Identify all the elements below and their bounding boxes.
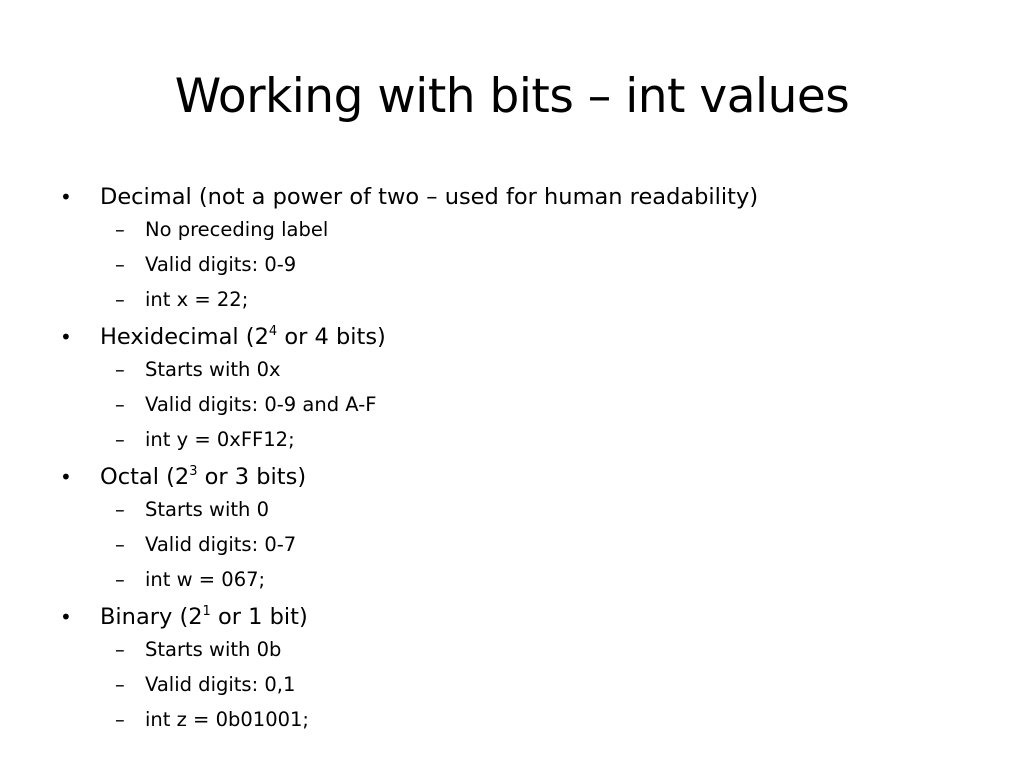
sub-bullet-text: int z = 0b01001;	[145, 708, 309, 731]
dash-icon: –	[115, 533, 125, 556]
sub-bullet: – int y = 0xFF12;	[60, 422, 980, 457]
dash-icon: –	[115, 708, 125, 731]
label-suffix: or 1 bit)	[210, 604, 308, 630]
bullet-dot-icon: •	[60, 465, 72, 489]
sub-bullet: – int x = 22;	[60, 282, 980, 317]
sub-bullet-text: Valid digits: 0-9	[145, 253, 297, 276]
dash-icon: –	[115, 288, 125, 311]
label-exponent: 1	[202, 604, 211, 619]
label-prefix: Binary (2	[100, 604, 203, 630]
label-exponent: 3	[189, 464, 198, 479]
label-suffix: or 4 bits)	[277, 324, 386, 350]
dash-icon: –	[115, 673, 125, 696]
bullet-decimal: • Decimal (not a power of two – used for…	[60, 177, 980, 212]
bullet-binary-label: Binary (21 or 1 bit)	[100, 604, 308, 630]
label-prefix: Octal (2	[100, 464, 190, 490]
sub-bullet: – int w = 067;	[60, 562, 980, 597]
sub-bullet-text: Valid digits: 0-7	[145, 533, 297, 556]
bullet-dot-icon: •	[60, 605, 72, 629]
sub-bullet-text: No preceding label	[145, 218, 329, 241]
bullet-octal: • Octal (23 or 3 bits)	[60, 457, 980, 492]
dash-icon: –	[115, 218, 125, 241]
sub-bullet-text: int w = 067;	[145, 568, 266, 591]
bullet-binary: • Binary (21 or 1 bit)	[60, 597, 980, 632]
sub-bullet: – Starts with 0x	[60, 352, 980, 387]
bullet-decimal-label: Decimal (not a power of two – used for h…	[100, 184, 759, 210]
sub-bullet: – Valid digits: 0,1	[60, 667, 980, 702]
sub-bullet-text: int y = 0xFF12;	[145, 428, 295, 451]
bullet-list: • Decimal (not a power of two – used for…	[60, 177, 980, 737]
dash-icon: –	[115, 568, 125, 591]
sub-bullet: – Valid digits: 0-7	[60, 527, 980, 562]
sub-bullet-text: Starts with 0	[145, 498, 269, 521]
dash-icon: –	[115, 393, 125, 416]
sub-bullet-text: Starts with 0x	[145, 358, 281, 381]
bullet-octal-label: Octal (23 or 3 bits)	[100, 464, 306, 490]
sub-bullet: – Starts with 0	[60, 492, 980, 527]
sub-bullet: – No preceding label	[60, 212, 980, 247]
label-exponent: 4	[268, 324, 278, 339]
bullet-dot-icon: •	[60, 325, 72, 349]
sub-bullet: – int z = 0b01001;	[60, 702, 980, 737]
sub-bullet-text: int x = 22;	[145, 288, 249, 311]
dash-icon: –	[115, 638, 125, 661]
slide-title: Working with bits – int values	[174, 69, 850, 124]
dash-icon: –	[115, 358, 125, 381]
label-prefix: Hexidecimal (2	[100, 324, 269, 350]
dash-icon: –	[115, 428, 125, 451]
sub-bullet: – Valid digits: 0-9 and A-F	[60, 387, 980, 422]
sub-bullet: – Starts with 0b	[60, 632, 980, 667]
bullet-dot-icon: •	[60, 185, 72, 209]
sub-bullet-text: Starts with 0b	[145, 638, 282, 661]
dash-icon: –	[115, 253, 125, 276]
label-suffix: or 3 bits)	[197, 464, 307, 490]
dash-icon: –	[115, 498, 125, 521]
bullet-hexidecimal-label: Hexidecimal (24 or 4 bits)	[100, 324, 386, 350]
bullet-hexidecimal: • Hexidecimal (24 or 4 bits)	[60, 317, 980, 352]
sub-bullet-text: Valid digits: 0-9 and A-F	[145, 393, 377, 416]
sub-bullet: – Valid digits: 0-9	[60, 247, 980, 282]
sub-bullet-text: Valid digits: 0,1	[145, 673, 296, 696]
